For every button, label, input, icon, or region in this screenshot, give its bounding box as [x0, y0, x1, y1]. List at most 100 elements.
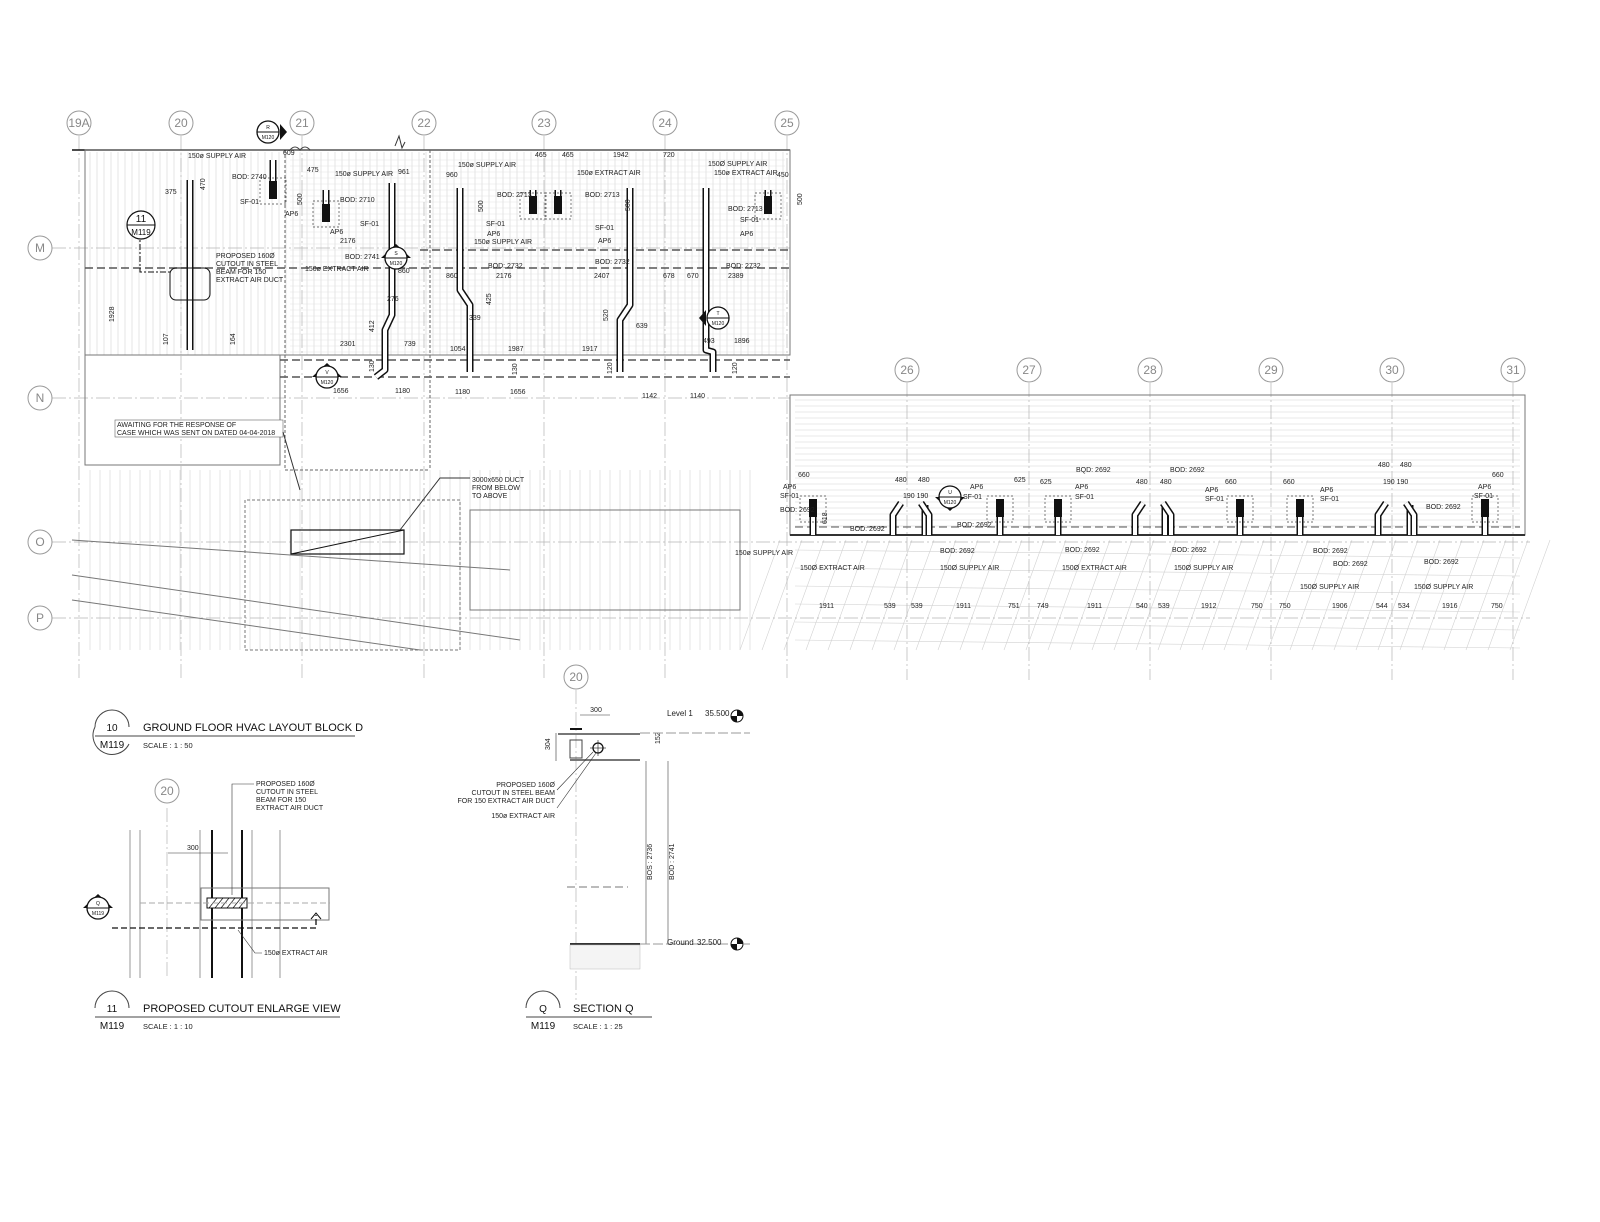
- plan-annotation: 150Ø SUPPLY AIR: [1300, 584, 1359, 591]
- plan-annotation: AP6: [740, 231, 753, 238]
- plan-annotation: 107: [163, 333, 170, 345]
- plan-annotation: BOD: 2692: [1333, 561, 1368, 568]
- plan-annotation: SF-01: [595, 225, 614, 232]
- plan-annotation: AP6: [1478, 484, 1491, 491]
- plan-annotation: 1896: [734, 338, 750, 345]
- dimension-label: 300: [187, 845, 199, 852]
- plan-annotation: 500: [297, 193, 304, 205]
- plan-annotation: 1656: [333, 388, 349, 395]
- note-line: BEAM FOR 150: [216, 269, 266, 276]
- plan-annotation: 150ø SUPPLY AIR: [474, 239, 532, 246]
- plan-annotation: 500: [625, 199, 632, 211]
- plan-annotation: 480: [895, 477, 907, 484]
- plan-annotation: 539: [884, 603, 896, 610]
- plan-annotation: 1180: [395, 388, 410, 395]
- plan-annotation: 625: [1014, 477, 1026, 484]
- plan-annotation: 639: [636, 323, 648, 330]
- air-diffuser-icon: [312, 200, 340, 228]
- plan-annotation: 751: [1008, 603, 1020, 610]
- grid-bubble-column: 25: [774, 110, 800, 136]
- plan-annotation: BOD: 2692: [850, 526, 885, 533]
- cutout-note: PROPOSED 160Ø CUTOUT IN STEEL BEAM FOR 1…: [139, 232, 284, 301]
- plan-annotation: 375: [165, 189, 177, 196]
- plan-annotation: AP6: [598, 238, 611, 245]
- section-mark-sheet: M120: [944, 500, 957, 506]
- note-line: PROPOSED 160Ø: [496, 782, 555, 789]
- plan-annotation: BOD: 2732: [595, 259, 630, 266]
- grid-bubble-label: P: [36, 611, 44, 625]
- plan-annotation: BOD: 2692: [1426, 504, 1461, 511]
- plan-annotation: 660: [1225, 479, 1237, 486]
- note-line: CUTOUT IN STEEL BEAM: [472, 790, 556, 797]
- section-mark-sheet: M120: [321, 380, 334, 386]
- plan-annotation: 860: [446, 273, 458, 280]
- plan-outline: [71, 134, 1526, 651]
- plan-annotation: BOD: 2692: [957, 522, 992, 529]
- duct-run: [1374, 501, 1389, 535]
- section-mark-id: R: [266, 125, 270, 131]
- grid-bubble-column: 24: [652, 110, 678, 136]
- plan-annotation: 190 190: [903, 493, 928, 500]
- plan-annotation: 660: [1283, 479, 1295, 486]
- air-diffuser-icon: [519, 192, 547, 220]
- view-sheet: M119: [100, 1021, 125, 1032]
- plan-annotation: 750: [1491, 603, 1503, 610]
- level-marker-icon: [730, 709, 744, 723]
- plan-annotation: 618: [822, 512, 829, 524]
- level-value: 35.500: [705, 709, 730, 718]
- grid-bubble-label: 27: [1022, 363, 1036, 377]
- grid-bubble-column: 31: [1500, 357, 1526, 383]
- plan-annotation: 130: [369, 360, 376, 372]
- callout-number: 11: [136, 214, 147, 225]
- plan-annotation: SF-01: [1474, 493, 1493, 500]
- plan-annotation: SF-01: [240, 199, 259, 206]
- duct-label: 150ø EXTRACT AIR: [491, 813, 555, 820]
- plan-annotation: 1987: [508, 346, 524, 353]
- plan-annotation: 2301: [340, 341, 356, 348]
- grid-bubble-label: 20: [174, 116, 188, 130]
- grid-bubble-column: 27: [1016, 357, 1042, 383]
- air-diffuser-icon: [986, 495, 1014, 523]
- plan-annotation: 465: [535, 152, 547, 159]
- note-line: PROPOSED 160Ø: [216, 253, 275, 260]
- plan-annotation: 1656: [510, 389, 526, 396]
- plan-annotation: BOD: 2740: [232, 174, 267, 181]
- bos-dimension: BOS : 2736: [647, 844, 654, 880]
- section-mark-sheet: M120: [712, 321, 725, 327]
- plan-annotation: BOD: 2692: [1313, 548, 1348, 555]
- duct-run: [373, 183, 396, 380]
- plan-annotation: BOD: 2710: [340, 197, 375, 204]
- plan-annotation: SF-01: [1075, 494, 1094, 501]
- note-line: CUTOUT IN STEEL: [216, 261, 278, 268]
- plan-annotation: BOD: 2713: [497, 192, 532, 199]
- plan-annotation: 749: [1037, 603, 1049, 610]
- plan-annotation: 150Ø SUPPLY AIR: [708, 161, 767, 168]
- plan-annotation: 750: [1279, 603, 1291, 610]
- plan-annotation: 660: [798, 472, 810, 479]
- view-title-11: 11 M119 PROPOSED CUTOUT ENLARGE VIEW SCA…: [94, 990, 341, 1032]
- section-mark-id: Q: [96, 901, 100, 907]
- air-diffuser-icon: [799, 495, 827, 523]
- plan-annotation: 276: [387, 296, 399, 303]
- plan-annotation: SF-01: [780, 493, 799, 500]
- grid-bubble-label: N: [36, 391, 45, 405]
- grid-bubble-column: 21: [289, 110, 315, 136]
- plan-annotation: 2407: [594, 273, 610, 280]
- plan-annotation: 670: [687, 273, 699, 280]
- plan-annotation: 480: [1160, 479, 1172, 486]
- plan-annotation: BOD: 2732: [488, 263, 523, 270]
- plan-annotation: 412: [369, 320, 376, 332]
- plan-annotation: 1916: [1442, 603, 1458, 610]
- air-diffuser-icon: [1226, 495, 1254, 523]
- detail-callout[interactable]: 11 M119: [126, 210, 156, 240]
- plan-annotation: 130: [512, 363, 519, 375]
- plan-annotation: 475: [307, 167, 319, 174]
